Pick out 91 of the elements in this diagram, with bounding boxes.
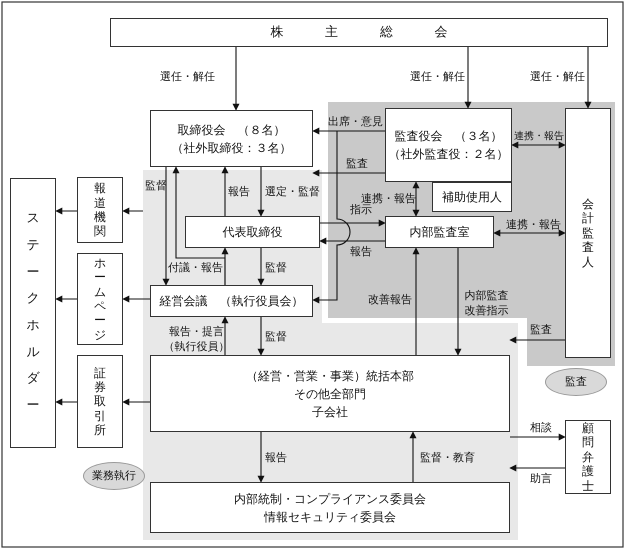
arrow (319, 238, 385, 244)
arrow (511, 142, 566, 148)
group-ellipse (83, 462, 145, 490)
box-label: （社外取締役：３名） (172, 140, 292, 156)
edge-label: 監督 (265, 330, 287, 345)
edge-label: 選任・解任 (530, 70, 585, 85)
org-box (77, 177, 123, 243)
edge-label: 選任・解任 (160, 70, 215, 85)
arrow (122, 296, 150, 302)
org-box (77, 253, 123, 345)
arrow (55, 208, 77, 214)
edge-label: 連携・報告 (361, 192, 416, 205)
box-label: ステークホルダー (26, 210, 40, 415)
arrow (493, 230, 566, 236)
box-label: 監査役会 （３名） (394, 128, 502, 145)
arrow (122, 398, 150, 406)
box-label: 情報セキュリティ委員会 (264, 508, 396, 526)
edge-label: 内部監査改善指示 (464, 289, 510, 319)
box-label: 会計監査人 (582, 197, 594, 269)
box-label: 監査 (565, 374, 587, 390)
arrow (464, 47, 472, 109)
edge-label: 監督 (265, 261, 287, 276)
box-label: 業務執行 (92, 468, 136, 484)
box-label: ホームページ (94, 256, 106, 342)
edge-label: 助言 (530, 472, 552, 487)
org-box (385, 216, 494, 248)
box-label: 取締役会 （８名） (178, 122, 286, 138)
org-box (110, 18, 608, 47)
arrow (412, 247, 420, 355)
edge-label: 相談 (530, 421, 552, 436)
arrow (258, 167, 264, 217)
org-box (432, 182, 512, 212)
org-box (150, 285, 313, 317)
edge-label: 指示 (350, 203, 372, 218)
org-box (565, 420, 611, 494)
edge-label: 出席・意見 (328, 115, 383, 130)
arrow (320, 220, 386, 226)
arrow (55, 398, 77, 406)
arrow (584, 47, 592, 109)
org-box (10, 178, 56, 448)
arrow (509, 464, 565, 472)
edge-label: 連携・報告 (506, 218, 561, 233)
edge-label: 付議・報告 (168, 261, 223, 276)
box-label: 経営会議 （執行役員会） (160, 293, 304, 310)
box-label: （経営・営業・事業）統括本部 (246, 368, 414, 384)
arrow (222, 247, 228, 285)
arrow (122, 208, 143, 214)
edge-label: 報告・提言（執行役員） (162, 325, 231, 355)
arrow (312, 170, 385, 176)
box-label: 報道機関 (94, 181, 106, 239)
box-label: 代表取締役 (222, 224, 282, 241)
edge-label: 監督・教育 (420, 451, 475, 466)
arrow (222, 316, 228, 355)
box-label: 証券取引所 (94, 366, 106, 438)
edge-label: 連携・報告 (514, 130, 564, 144)
arrow (412, 181, 420, 217)
edge-label: 改善報告 (368, 293, 412, 308)
org-box (185, 216, 320, 248)
arrow (258, 248, 264, 286)
edge-label: 監査 (530, 323, 552, 338)
arrow (454, 248, 462, 356)
box-label: （社外監査役：２名） (388, 146, 508, 163)
edge-label: 報告 (350, 245, 372, 260)
edge-label: 監督 (145, 179, 167, 194)
org-box (77, 355, 123, 448)
org-box (565, 108, 611, 358)
arrow (55, 296, 77, 302)
edge-label: 選定・監督 (265, 185, 320, 200)
edge-label: 報告 (265, 451, 287, 466)
arrow (162, 167, 170, 286)
org-box (150, 110, 313, 167)
arrow (509, 336, 565, 344)
edge-label: 報告 (228, 185, 250, 200)
box-label: 顧問弁護士 (582, 421, 594, 493)
box-label: 内部監査室 (410, 224, 470, 241)
arrow (258, 432, 264, 483)
box-label: その他全部門 (294, 386, 366, 402)
org-box (385, 108, 512, 182)
org-box (150, 482, 510, 533)
box-label: 内部統制・コンプライアンス委員会 (234, 490, 426, 508)
org-box (150, 355, 510, 432)
box-label: 子会社 (312, 404, 348, 420)
arrow (222, 166, 228, 216)
edge-label: 監査 (346, 157, 368, 172)
arrow (258, 317, 264, 356)
arrow (232, 47, 240, 111)
arrow (510, 434, 566, 440)
arrow (410, 431, 416, 482)
box-label: 株主総会 (270, 24, 489, 42)
box-label: 補助使用人 (442, 189, 502, 206)
edge-label: 選任・解任 (410, 70, 465, 85)
